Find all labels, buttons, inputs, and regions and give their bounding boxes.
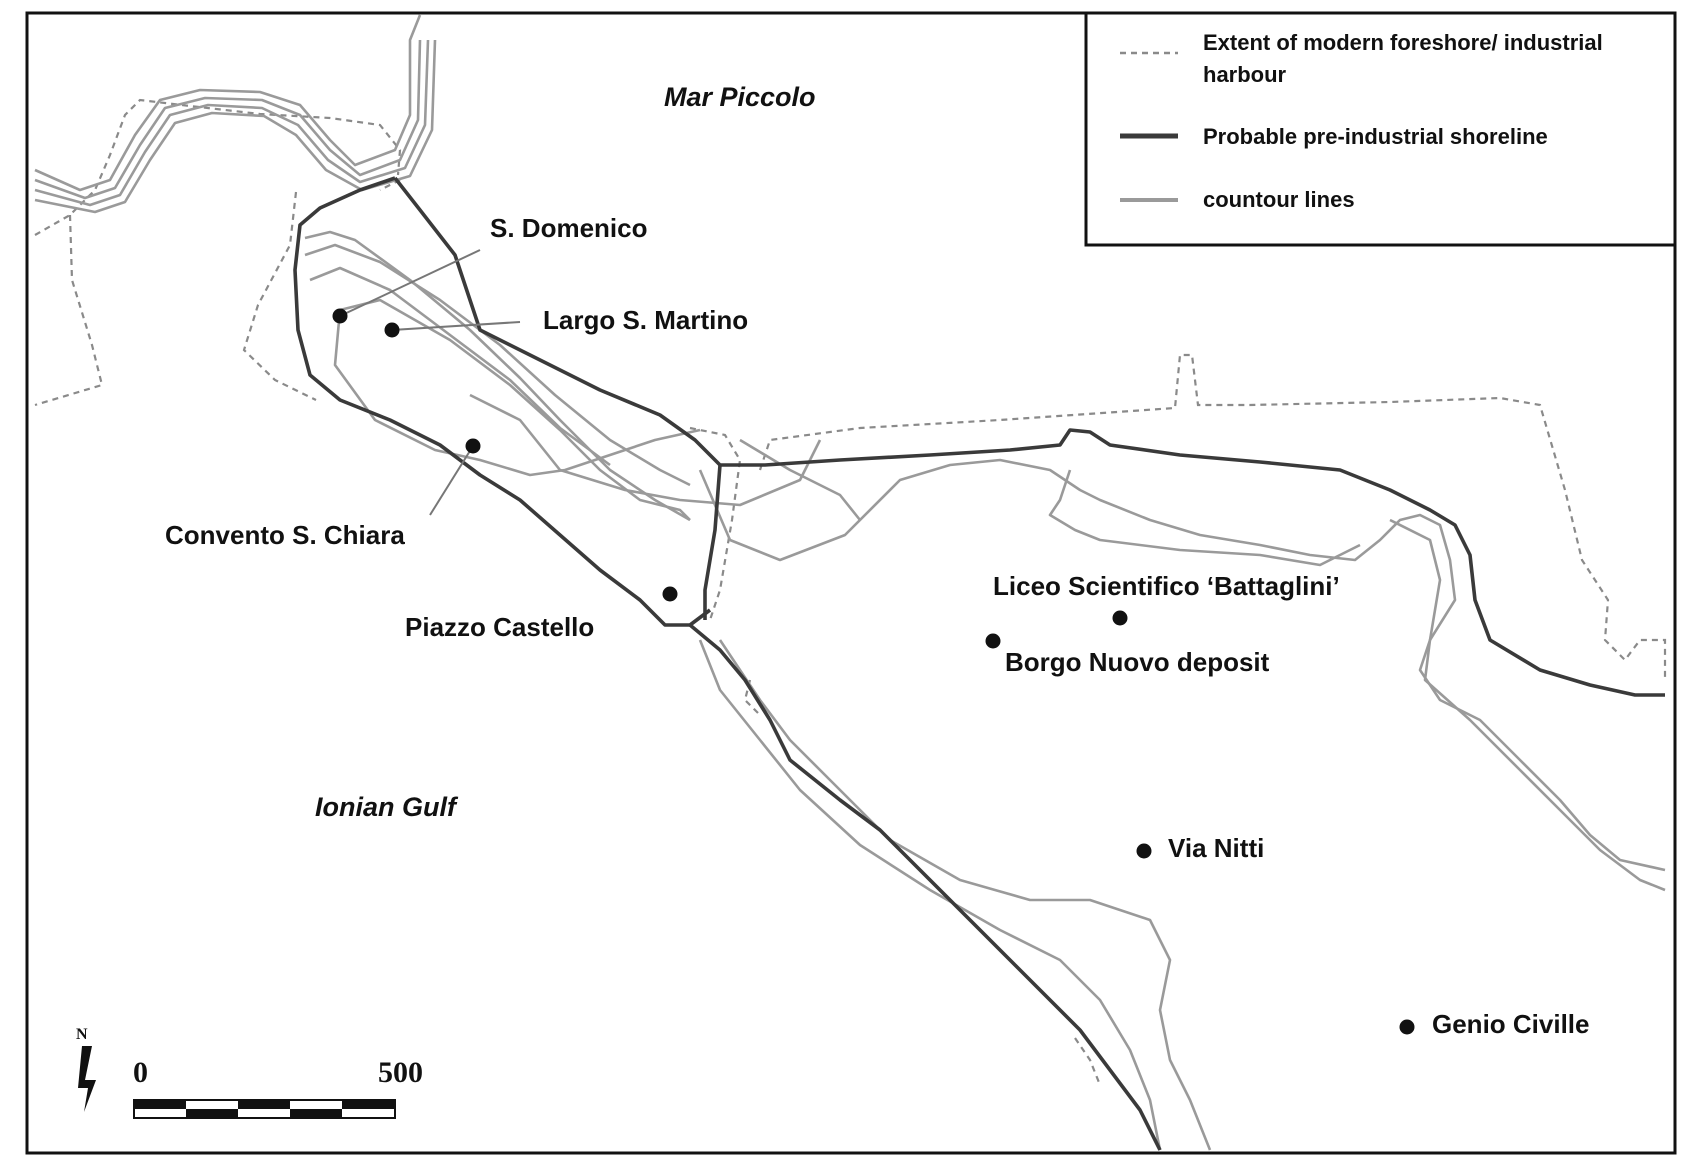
legend-label-foreshore-cont: harbour xyxy=(1203,62,1287,87)
site-dot-liceo-scientifico[interactable] xyxy=(1112,610,1128,626)
foreshore-lines xyxy=(34,98,1667,1086)
site-label-via-nitti: Via Nitti xyxy=(1168,833,1264,863)
site-label-convento-s-chiara: Convento S. Chiara xyxy=(165,520,405,550)
legend-label-foreshore: Extent of modern foreshore/ industrial xyxy=(1203,30,1603,55)
legend: Extent of modern foreshore/ industrial h… xyxy=(1084,11,1677,247)
site-dot-s-domenico[interactable] xyxy=(332,308,348,324)
site-label-borgo-nuovo: Borgo Nuovo deposit xyxy=(1005,647,1270,677)
site-label-largo-s-martino: Largo S. Martino xyxy=(543,305,748,335)
legend-label-shoreline: Probable pre-industrial shoreline xyxy=(1203,124,1548,149)
water-label-ionian-gulf: Ionian Gulf xyxy=(315,792,459,822)
leader-lines xyxy=(339,249,521,516)
scale-bar: 0 500 xyxy=(133,1056,423,1119)
site-dot-piazzo-castello[interactable] xyxy=(662,586,678,602)
contour-lines xyxy=(34,14,1666,1151)
shoreline xyxy=(293,176,1665,1151)
site-dot-via-nitti[interactable] xyxy=(1136,843,1152,859)
site-dot-borgo-nuovo[interactable] xyxy=(985,633,1001,649)
site-label-liceo-scientifico: Liceo Scientifico ‘Battaglini’ xyxy=(993,571,1340,601)
water-label-mar-piccolo: Mar Piccolo xyxy=(664,82,816,112)
scale-label-end: 500 xyxy=(378,1056,423,1089)
north-arrow-icon xyxy=(78,1046,96,1112)
site-markers xyxy=(332,308,1415,1035)
site-label-piazzo-castello: Piazzo Castello xyxy=(405,612,594,642)
legend-box xyxy=(1084,11,1677,247)
site-label-s-domenico: S. Domenico xyxy=(490,213,647,243)
site-dot-largo-s-martino[interactable] xyxy=(384,322,400,338)
legend-label-contour: countour lines xyxy=(1203,187,1355,212)
scale-label-start: 0 xyxy=(133,1056,148,1089)
north-arrow: N xyxy=(76,1026,96,1112)
site-dot-convento-s-chiara[interactable] xyxy=(465,438,481,454)
site-label-genio-civille: Genio Civille xyxy=(1432,1009,1590,1039)
site-dot-genio-civille[interactable] xyxy=(1399,1019,1415,1035)
north-label: N xyxy=(76,1026,88,1043)
